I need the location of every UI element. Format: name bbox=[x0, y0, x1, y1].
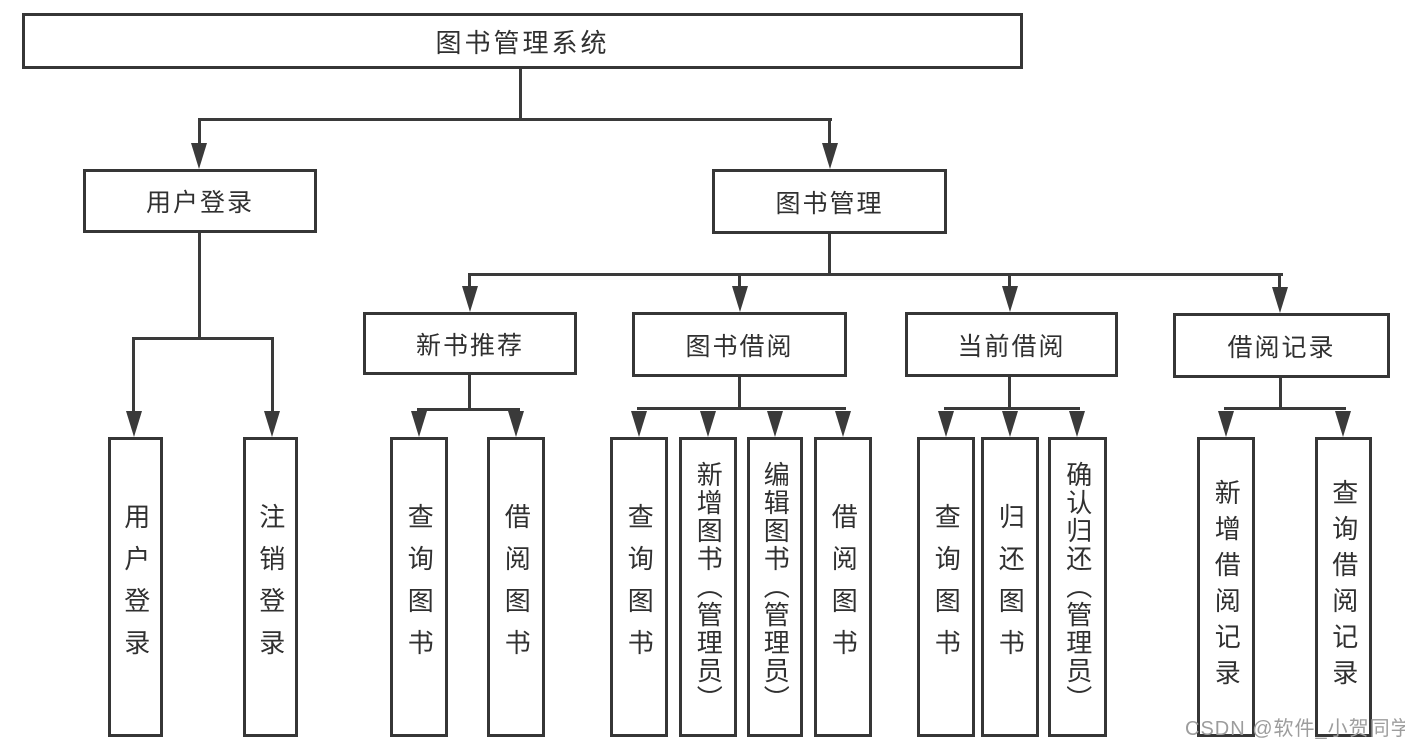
arrow-down-icon bbox=[631, 411, 647, 437]
connector-line bbox=[738, 273, 741, 287]
leaf-confirm-return-admin: 确认归还（管理员） bbox=[1048, 437, 1107, 737]
leaf-query-borrow-record: 查询借阅记录 bbox=[1315, 437, 1372, 737]
leaf-return-books: 归还图书 bbox=[981, 437, 1039, 737]
connector-line bbox=[132, 337, 135, 411]
connector-line bbox=[1008, 377, 1011, 407]
arrow-down-icon bbox=[732, 286, 748, 312]
node-label: 查询图书 bbox=[931, 503, 962, 671]
leaf-query-books-recommend: 查询图书 bbox=[390, 437, 448, 737]
connector-line bbox=[198, 118, 201, 145]
connector-line bbox=[468, 273, 471, 287]
leaf-query-books-current: 查询图书 bbox=[917, 437, 975, 737]
connector-line bbox=[1224, 407, 1346, 410]
node-label: 图书管理系统 bbox=[435, 27, 610, 58]
arrow-down-icon bbox=[1335, 411, 1351, 437]
arrow-down-icon bbox=[822, 143, 838, 169]
connector-line bbox=[468, 273, 1283, 276]
arrow-down-icon bbox=[938, 411, 954, 437]
arrow-down-icon bbox=[191, 143, 207, 169]
leaf-logout: 注销登录 bbox=[243, 437, 298, 737]
node-label: 借阅图书 bbox=[501, 503, 532, 671]
node-label: 用户登录 bbox=[145, 189, 254, 217]
node-label: 查询图书 bbox=[624, 503, 655, 671]
leaf-borrow-books-recommend: 借阅图书 bbox=[487, 437, 545, 737]
connector-line bbox=[738, 377, 741, 407]
node-label: 查询借阅记录 bbox=[1328, 479, 1359, 695]
node-root: 图书管理系统 bbox=[22, 13, 1023, 69]
leaf-user-login: 用户登录 bbox=[108, 437, 163, 737]
connector-line bbox=[198, 118, 832, 121]
connector-line bbox=[637, 407, 846, 410]
node-book-management: 图书管理 bbox=[712, 169, 947, 234]
node-label: 图书借阅 bbox=[685, 332, 794, 361]
node-borrowing-records: 借阅记录 bbox=[1173, 313, 1390, 378]
connector-line bbox=[417, 408, 520, 411]
arrow-down-icon bbox=[1002, 411, 1018, 437]
leaf-edit-books-admin: 编辑图书（管理员） bbox=[747, 437, 803, 737]
leaf-query-books-borrowing: 查询图书 bbox=[610, 437, 668, 737]
node-label: 新增借阅记录 bbox=[1211, 479, 1242, 695]
connector-line bbox=[828, 118, 831, 145]
arrow-down-icon bbox=[411, 411, 427, 437]
arrow-down-icon bbox=[1002, 286, 1018, 312]
connector-line bbox=[198, 233, 201, 337]
node-label: 归还图书 bbox=[995, 503, 1026, 671]
leaf-add-borrow-record: 新增借阅记录 bbox=[1197, 437, 1255, 737]
node-label: 新增图书（管理员） bbox=[693, 461, 724, 713]
connector-line bbox=[519, 69, 522, 118]
arrow-down-icon bbox=[767, 411, 783, 437]
arrow-down-icon bbox=[1272, 287, 1288, 313]
connector-line bbox=[271, 337, 274, 411]
arrow-down-icon bbox=[1069, 411, 1085, 437]
arrow-down-icon bbox=[264, 411, 280, 437]
node-label: 编辑图书（管理员） bbox=[760, 461, 791, 713]
node-label: 借阅记录 bbox=[1227, 333, 1336, 362]
connector-line bbox=[468, 375, 471, 408]
connector-line bbox=[1008, 273, 1011, 287]
arrow-down-icon bbox=[1218, 411, 1234, 437]
node-label: 新书推荐 bbox=[415, 331, 524, 360]
arrow-down-icon bbox=[835, 411, 851, 437]
node-label: 确认归还（管理员） bbox=[1062, 461, 1093, 713]
csdn-watermark: CSDN @软件_小贺同学 bbox=[1185, 718, 1405, 740]
arrow-down-icon bbox=[462, 286, 478, 312]
node-user-login: 用户登录 bbox=[83, 169, 317, 233]
leaf-add-books-admin: 新增图书（管理员） bbox=[679, 437, 737, 737]
node-label: 注销登录 bbox=[255, 503, 286, 671]
connector-line bbox=[944, 407, 1080, 410]
connector-line bbox=[1279, 378, 1282, 407]
node-label: 图书管理 bbox=[775, 189, 884, 218]
connector-line bbox=[1278, 273, 1281, 287]
connector-line bbox=[132, 337, 274, 340]
arrow-down-icon bbox=[126, 411, 142, 437]
node-label: 用户登录 bbox=[120, 503, 151, 671]
arrow-down-icon bbox=[700, 411, 716, 437]
node-new-book-recommend: 新书推荐 bbox=[363, 312, 577, 375]
node-current-borrowing: 当前借阅 bbox=[905, 312, 1118, 377]
leaf-borrow-books: 借阅图书 bbox=[814, 437, 872, 737]
node-label: 查询图书 bbox=[404, 503, 435, 671]
connector-line bbox=[828, 234, 831, 276]
node-book-borrowing: 图书借阅 bbox=[632, 312, 847, 377]
node-label: 借阅图书 bbox=[828, 503, 859, 671]
node-label: 当前借阅 bbox=[957, 332, 1066, 361]
arrow-down-icon bbox=[508, 411, 524, 437]
